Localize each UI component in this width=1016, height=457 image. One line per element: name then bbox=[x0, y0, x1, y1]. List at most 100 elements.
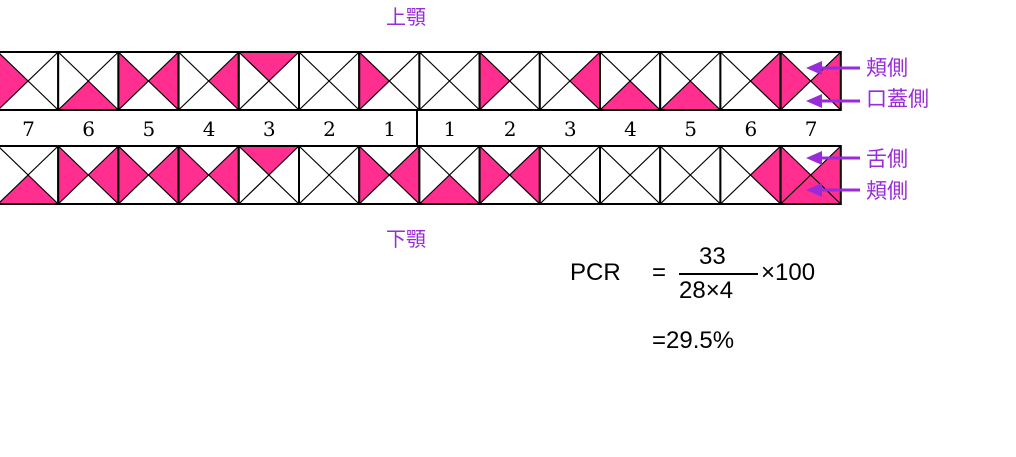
upper-tooth-13-bottom-surface bbox=[720, 81, 781, 110]
fraction-multiplier: ×100 bbox=[761, 259, 816, 286]
upper-tooth-1-top-surface bbox=[0, 52, 59, 81]
fraction-denominator: 28×4 bbox=[679, 277, 734, 304]
upper-tooth-7-bottom-surface bbox=[359, 81, 420, 110]
upper-tooth-2-right-surface bbox=[88, 52, 119, 110]
upper-tooth-6-right-surface bbox=[329, 52, 360, 110]
upper-tooth-12 bbox=[659, 51, 722, 111]
upper-tooth-2-bottom-surface bbox=[58, 81, 119, 110]
upper-tooth-13-left-surface bbox=[720, 52, 751, 110]
upper-buccal-label: 頬側 bbox=[866, 56, 908, 80]
lower-tooth-8-bottom-surface bbox=[419, 175, 480, 204]
upper-palatal-arrow bbox=[806, 94, 860, 108]
upper-tooth-4-bottom-surface bbox=[178, 81, 239, 110]
upper-tooth-10-top-surface bbox=[539, 52, 600, 81]
upper-tooth-1-bottom-surface bbox=[0, 81, 59, 110]
upper-tooth-5 bbox=[237, 51, 301, 111]
lower-lingual-arrow bbox=[806, 151, 860, 165]
diagonal bbox=[719, 145, 782, 205]
lower-tooth-11-right-surface bbox=[630, 146, 661, 204]
lower-tooth-3 bbox=[117, 145, 180, 205]
lower-tooth-7-bottom-surface bbox=[359, 175, 420, 204]
diagonal bbox=[599, 145, 661, 205]
upper-tooth-7-left-surface bbox=[359, 52, 390, 110]
diagonal bbox=[780, 145, 842, 205]
lower-tooth-10-left-surface bbox=[539, 146, 570, 204]
lower-tooth-13-left-surface bbox=[720, 146, 751, 204]
tooth-number-6: 2 bbox=[323, 117, 336, 141]
diagonal bbox=[358, 145, 420, 205]
lower-tooth-5-right-surface bbox=[268, 146, 299, 204]
lower-tooth-9-left-surface bbox=[479, 146, 510, 204]
upper-buccal-arrow bbox=[806, 61, 860, 75]
upper-tooth-1 bbox=[0, 51, 60, 111]
pcr-result: =29.5% bbox=[652, 327, 735, 354]
lower-tooth-4 bbox=[177, 145, 240, 205]
upper-tooth-9-right-surface bbox=[509, 52, 540, 110]
lower-tooth-12-top-surface bbox=[660, 146, 721, 175]
diagonal bbox=[479, 51, 541, 111]
tooth-number-10: 3 bbox=[564, 117, 577, 141]
lower-tooth-7-top-surface bbox=[359, 146, 420, 175]
side-arrows bbox=[806, 61, 860, 197]
lower-tooth-1-bottom-surface bbox=[0, 175, 59, 204]
diagonal bbox=[418, 145, 481, 205]
lower-tooth-5-left-surface bbox=[238, 146, 269, 204]
lower-tooth-4-bottom-surface bbox=[178, 175, 239, 204]
lower-tooth-8 bbox=[418, 145, 481, 205]
upper-tooth-11-left-surface bbox=[600, 52, 631, 110]
upper-tooth-3 bbox=[117, 51, 180, 111]
lower-tooth-3-top-surface bbox=[118, 146, 179, 175]
lower-tooth-7-right-surface bbox=[389, 146, 420, 204]
tooth-border bbox=[779, 51, 842, 111]
lower-tooth-3-left-surface bbox=[118, 146, 149, 204]
tooth-number-4: 4 bbox=[203, 117, 216, 141]
upper-tooth-9-top-surface bbox=[479, 52, 540, 81]
upper-tooth-10-right-surface bbox=[569, 52, 600, 110]
lower-tooth-9 bbox=[478, 145, 541, 205]
tooth-number-8: 1 bbox=[444, 117, 457, 141]
lower-tooth-13-right-surface bbox=[750, 146, 781, 204]
tooth-number-1: 7 bbox=[22, 117, 35, 141]
upper-tooth-6-bottom-surface bbox=[299, 81, 360, 110]
lower-buccal-arrow bbox=[806, 183, 860, 197]
upper-teeth-row bbox=[0, 51, 842, 111]
upper-palatal-label: 口蓋側 bbox=[866, 87, 929, 111]
lower-tooth-11-top-surface bbox=[600, 146, 661, 175]
lower-tooth-10 bbox=[538, 145, 601, 205]
lower-tooth-3-right-surface bbox=[148, 146, 179, 204]
lower-tooth-7 bbox=[358, 145, 421, 205]
upper-tooth-3-top-surface bbox=[118, 52, 179, 81]
upper-tooth-2-left-surface bbox=[58, 52, 89, 110]
upper-tooth-12-bottom-surface bbox=[660, 81, 721, 110]
lower-tooth-4-left-surface bbox=[178, 146, 209, 204]
upper-tooth-9 bbox=[478, 51, 541, 111]
tooth-number-9: 2 bbox=[504, 117, 517, 141]
lower-tooth-13-bottom-surface bbox=[720, 175, 781, 204]
lower-tooth-11-left-surface bbox=[600, 146, 631, 204]
upper-tooth-11 bbox=[599, 51, 662, 111]
lower-tooth-4-right-surface bbox=[208, 146, 239, 204]
pcr-equals: = bbox=[652, 259, 667, 286]
upper-tooth-4-top-surface bbox=[178, 52, 239, 81]
upper-tooth-8-left-surface bbox=[419, 52, 450, 110]
lower-tooth-6-bottom-surface bbox=[299, 175, 360, 204]
lower-lingual-label: 舌側 bbox=[866, 147, 908, 171]
lower-tooth-9-right-surface bbox=[509, 146, 540, 204]
diagonal bbox=[178, 145, 240, 205]
diagonal bbox=[298, 145, 360, 205]
tooth-number-12: 5 bbox=[684, 117, 697, 141]
upper-tooth-4-left-surface bbox=[178, 52, 209, 110]
upper-tooth-13-top-surface bbox=[720, 52, 781, 81]
tooth-number-3: 5 bbox=[143, 117, 156, 141]
diagonal bbox=[599, 51, 661, 111]
lower-tooth-1 bbox=[0, 145, 60, 205]
diagonal bbox=[117, 145, 180, 205]
upper-tooth-1-left-surface bbox=[0, 53, 29, 109]
tooth-number-5: 3 bbox=[263, 117, 276, 141]
upper-tooth-7-top-surface bbox=[359, 52, 420, 81]
lower-tooth-9-bottom-surface bbox=[479, 175, 540, 204]
upper-tooth-10-left-surface bbox=[539, 52, 570, 110]
lower-tooth-6-left-surface bbox=[299, 146, 330, 204]
